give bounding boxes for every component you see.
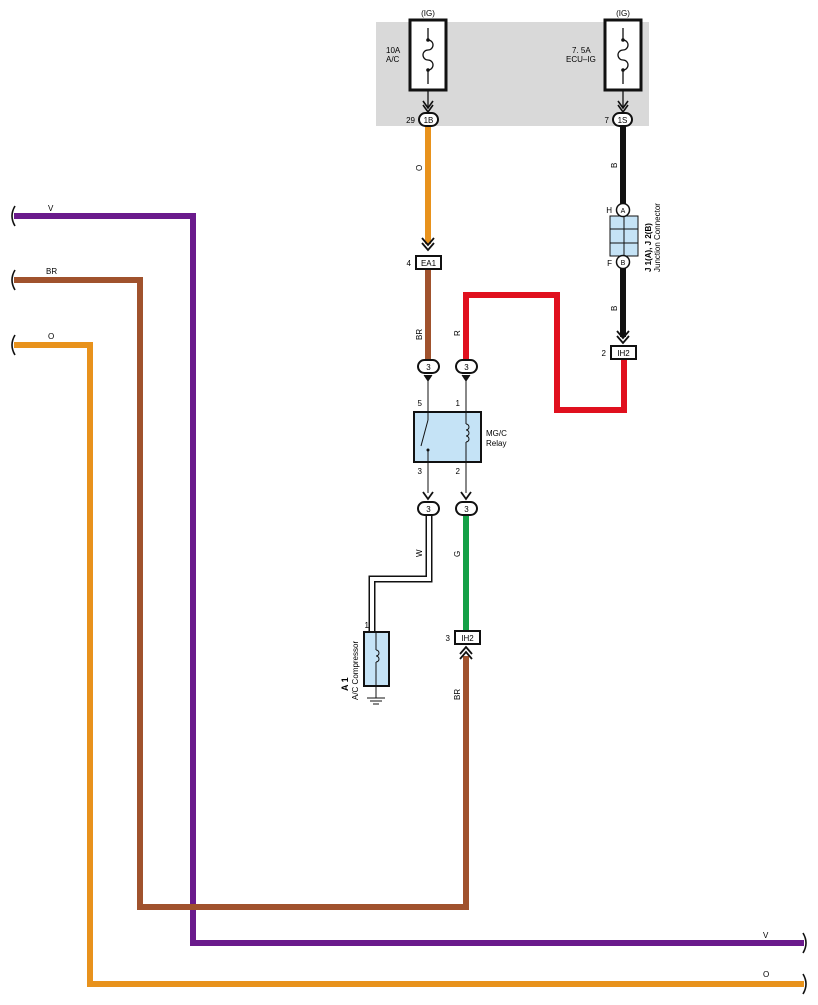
relay-arrow-bottom-right (460, 491, 472, 501)
wire-label-relay-g: G (453, 551, 462, 557)
ih2-bottom-name: IH2 (461, 634, 474, 643)
wire-label-right-o: O (763, 970, 769, 979)
jc-pin-h: H (606, 206, 612, 215)
relay-pin1: 1 (456, 399, 461, 408)
ea1-pin: 4 (407, 259, 412, 268)
jc-code: J 1(A), J 2(B) (644, 223, 653, 272)
ea1-arrows (421, 237, 435, 252)
relay-arrow-top-left (423, 374, 433, 382)
wire-label-relay-w: W (415, 549, 424, 557)
wire-label-right-v: V (763, 931, 769, 940)
wire-violet (14, 213, 804, 946)
relay-name: MG/C (486, 429, 507, 438)
ih2-top-arrows (616, 330, 630, 345)
relay-arrow-bottom-left (422, 491, 434, 501)
wire-label-fuse2-out: B (610, 163, 619, 168)
junction-connector (609, 202, 639, 270)
wire-label-relay-r: R (453, 330, 462, 336)
fuse2-name: ECU–IG (566, 55, 596, 64)
wire-break-right-o (802, 973, 807, 995)
connector-ea1 (415, 255, 442, 270)
fuse2-connector: 1S (618, 116, 628, 125)
wire-break-right-v (802, 932, 807, 954)
wire-break-left-o (11, 334, 16, 356)
wire-white (370, 515, 431, 632)
compressor-name: A/C Compressor (351, 641, 360, 700)
fuse1-connector: 1B (424, 116, 434, 125)
ea1-name: EA1 (421, 259, 437, 268)
wire-label-ea1-out: BR (415, 329, 424, 340)
relay-sub: Relay (486, 439, 506, 448)
relay-arrow-top-right (461, 374, 471, 382)
relay-pill-bottom-left (417, 501, 440, 516)
connector-ih2-bottom (454, 630, 481, 645)
ih2-top-name: IH2 (617, 349, 630, 358)
fuse2-supply: (IG) (616, 9, 630, 18)
jc-pin-a: A (621, 208, 626, 215)
fuse1-name: A/C (386, 55, 400, 64)
connector-ih2-top (610, 345, 637, 360)
fuse-1 (408, 18, 448, 114)
ih2-bottom-arrows (459, 645, 473, 660)
fuse1-pin: 29 (406, 116, 415, 125)
ih2-bottom-pin: 3 (446, 634, 451, 643)
relay-pin-p3d: 3 (464, 505, 469, 514)
relay-body (413, 411, 482, 463)
wire-label-fuse1-out: O (415, 165, 424, 171)
fuse1-rating: 10A (386, 46, 401, 55)
jc-name: Junction Connector (653, 203, 662, 272)
wire-label-ih2-br: BR (453, 689, 462, 700)
fuse2-rating: 7. 5A (572, 46, 591, 55)
connector-1s (612, 112, 633, 127)
wire-break-left-v (11, 205, 16, 227)
relay-pin-p3b: 3 (464, 363, 469, 372)
wire-white-outline (368, 515, 433, 632)
wire-brown-left (14, 277, 469, 910)
connector-1b (418, 112, 439, 127)
wire-label-left-o: O (48, 332, 54, 341)
compressor-pin: 1 (365, 621, 370, 630)
relay-pin-p3a: 3 (426, 363, 431, 372)
wire-orange-left (14, 342, 804, 987)
wire-label-left-br: BR (46, 267, 57, 276)
ih2-top-pin: 2 (602, 349, 607, 358)
wire-label-left-v: V (48, 204, 54, 213)
relay-pin-p3c: 3 (426, 505, 431, 514)
relay-pill-top-left (417, 359, 440, 374)
jc-pin-b: B (621, 260, 626, 267)
relay-pill-bottom-right (455, 501, 478, 516)
compressor-body (363, 631, 390, 687)
compressor-code: A 1 (340, 677, 350, 691)
wire-red (463, 292, 627, 413)
fuse-2 (603, 18, 643, 114)
fuse1-supply: (IG) (421, 9, 435, 18)
relay-pin3: 3 (418, 467, 423, 476)
wire-label-jc-out: B (610, 306, 619, 311)
jc-pin-f: F (607, 259, 612, 268)
ground-icon (367, 686, 385, 705)
relay-pill-top-right (455, 359, 478, 374)
relay-pin2: 2 (456, 467, 461, 476)
fuse2-pin: 7 (605, 116, 610, 125)
relay-pin5: 5 (418, 399, 423, 408)
wire-break-left-br (11, 269, 16, 291)
